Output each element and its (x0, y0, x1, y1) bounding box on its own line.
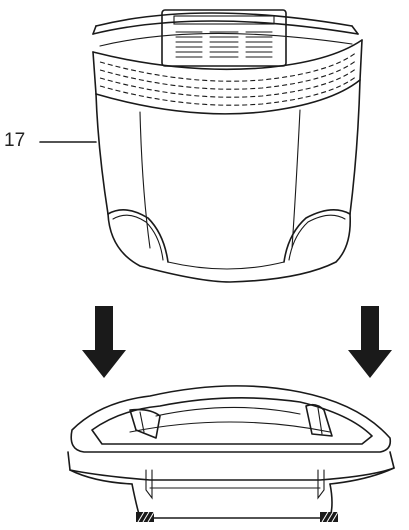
base-holder (67, 385, 395, 523)
disposable-pant (92, 9, 363, 283)
arrow-down-icon (348, 306, 392, 378)
pant-leg-openings (107, 209, 352, 283)
base-feet (136, 511, 339, 523)
callout-number: 17 (4, 130, 26, 151)
arrow-down-icon (82, 306, 126, 378)
pant-label (161, 9, 287, 67)
waistband (92, 39, 363, 115)
